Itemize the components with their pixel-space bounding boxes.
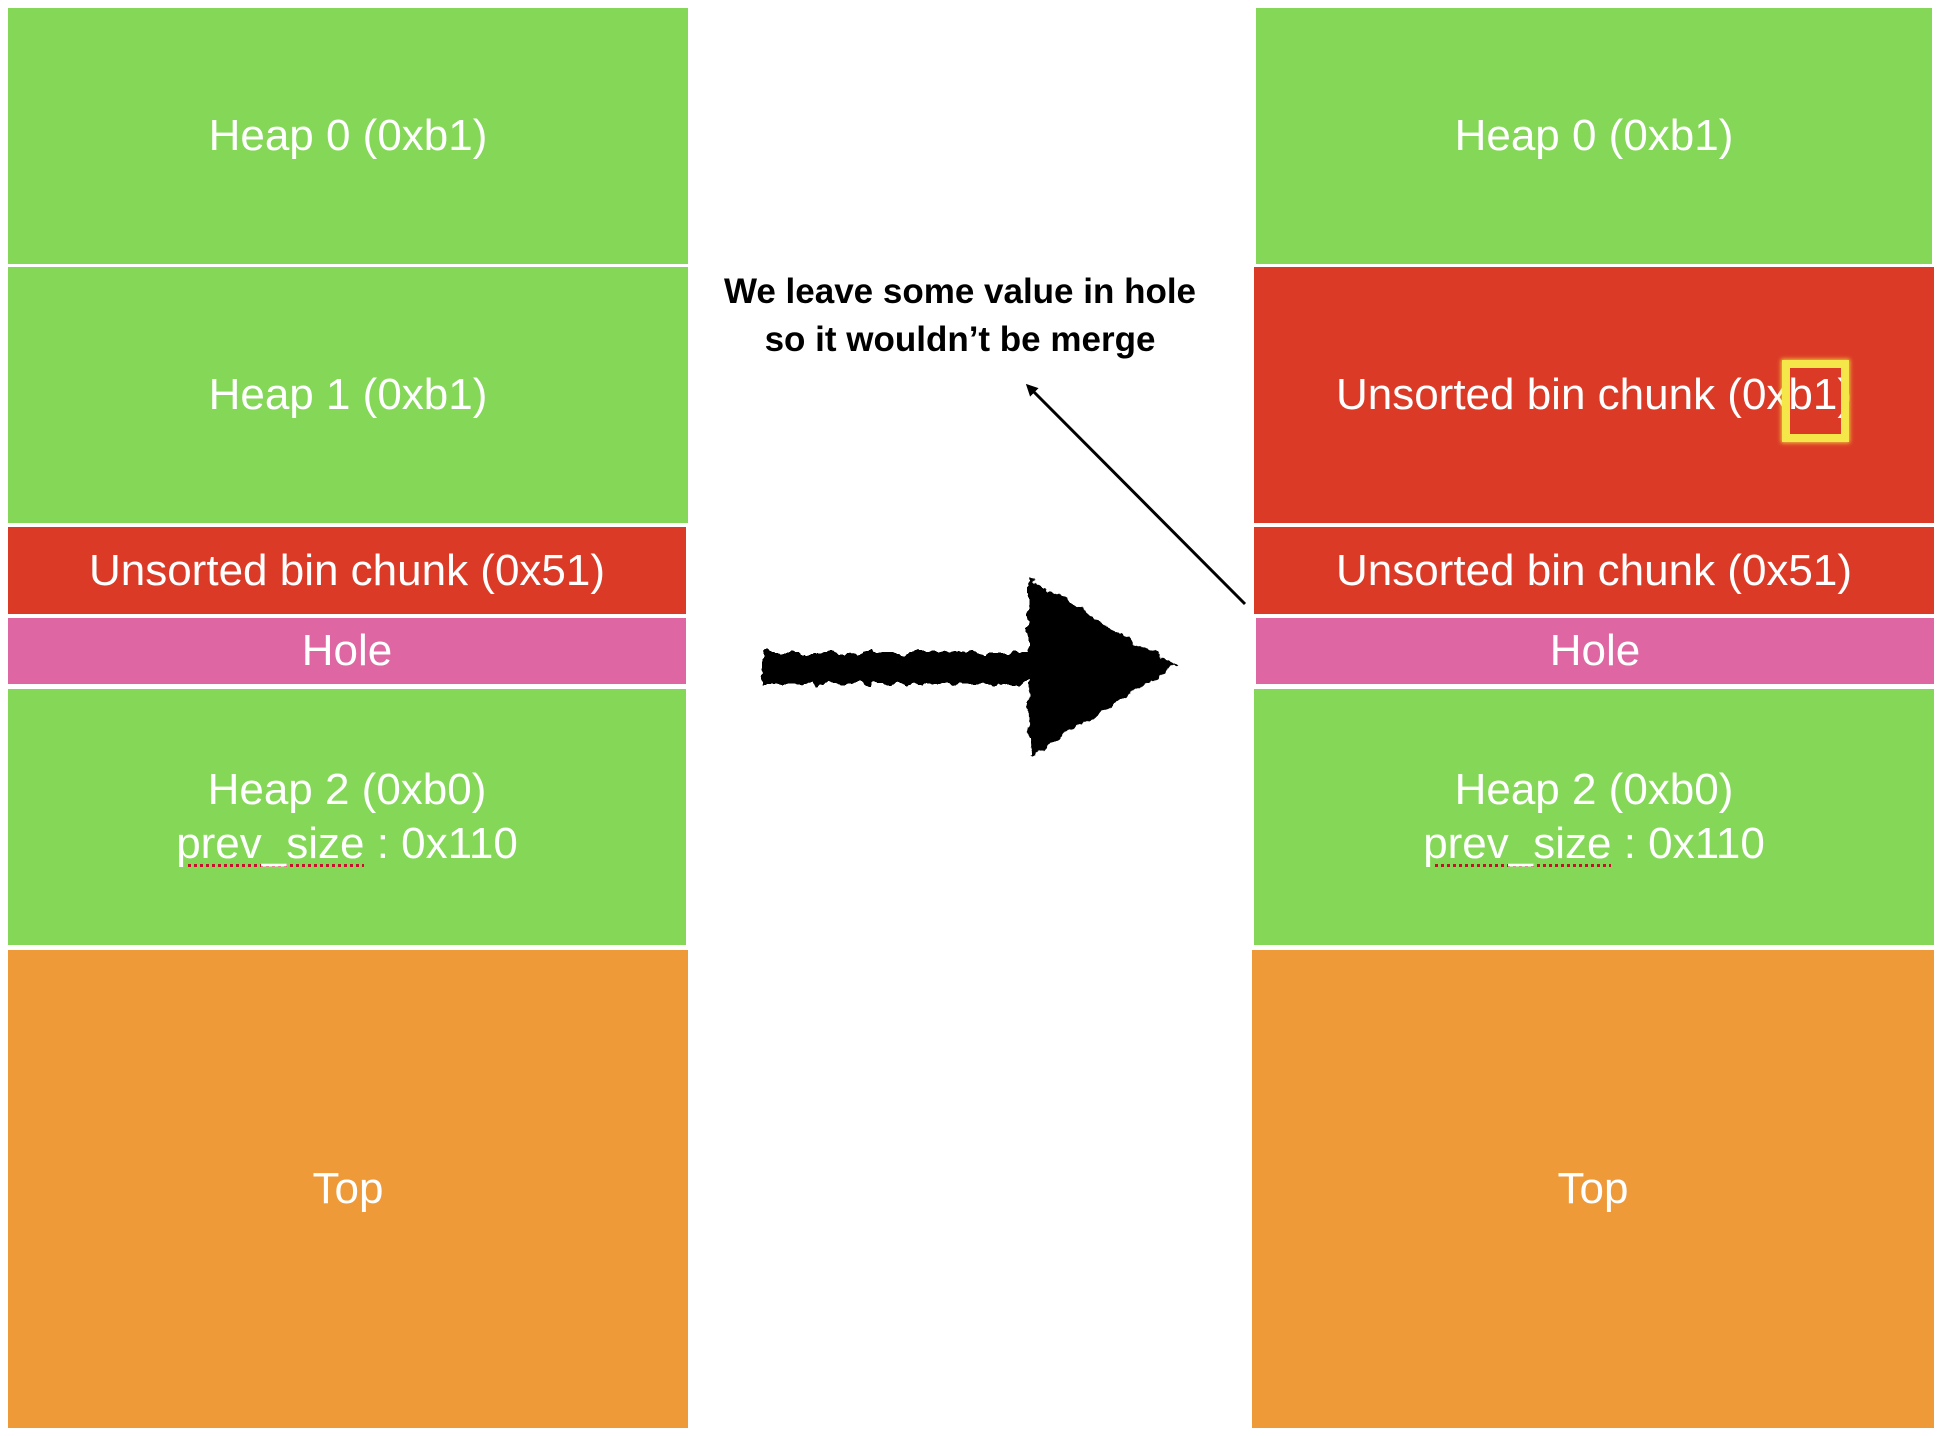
- left-prev-size-line: prev_size : 0x110: [176, 817, 518, 871]
- right-unsorted-chunk-0x51-block: Unsorted bin chunk (0x51): [1254, 527, 1934, 614]
- left-unsorted-chunk-0x51-label: Unsorted bin chunk (0x51): [88, 545, 606, 595]
- right-top-label: Top: [1557, 1164, 1629, 1213]
- right-unsorted-chunk-0x51-label: Unsorted bin chunk (0x51): [1335, 545, 1853, 595]
- right-prev-size-name: prev_size: [1423, 819, 1612, 868]
- left-heap2-block: Heap 2 (0xb0) prev_size : 0x110: [8, 689, 686, 945]
- right-heap0-block: Heap 0 (0xb1): [1256, 8, 1932, 264]
- right-prev-size-value: : 0x110: [1611, 819, 1765, 868]
- annotation-line-2: so it wouldn’t be merge: [764, 320, 1156, 359]
- left-heap0-label: Heap 0 (0xb1): [208, 111, 488, 160]
- pointer-arrow-icon: [1025, 383, 1247, 606]
- right-unsorted-chunk-0xb1-block: Unsorted bin chunk (0xb1): [1254, 267, 1934, 523]
- left-unsorted-chunk-0x51-block: Unsorted bin chunk (0x51): [8, 527, 686, 614]
- left-hole-label: Hole: [301, 626, 393, 675]
- right-hole-block: Hole: [1256, 618, 1934, 684]
- right-heap2-label: Heap 2 (0xb0): [1454, 765, 1734, 814]
- left-hole-block: Hole: [8, 618, 686, 684]
- annotation-line-1: We leave some value in hole: [723, 272, 1197, 311]
- right-unsorted-0xb1-prefix: Unsorted bin chunk (0x: [1335, 370, 1789, 419]
- right-hole-label: Hole: [1549, 626, 1641, 675]
- left-heap1-label: Heap 1 (0xb1): [208, 370, 488, 419]
- left-prev-size-value: : 0x110: [364, 819, 518, 868]
- left-heap0-block: Heap 0 (0xb1): [8, 8, 688, 264]
- left-top-label: Top: [312, 1164, 384, 1213]
- left-heap1-block: Heap 1 (0xb1): [8, 267, 688, 523]
- left-top-block: Top: [8, 950, 688, 1428]
- right-unsorted-0xb1-highlight-text: b1: [1788, 370, 1838, 419]
- transition-arrow-icon: [762, 578, 1176, 756]
- left-prev-size-name: prev_size: [176, 819, 365, 868]
- right-heap2-block: Heap 2 (0xb0) prev_size : 0x110: [1254, 689, 1934, 945]
- right-prev-size-line: prev_size : 0x110: [1423, 817, 1765, 871]
- annotation-text: We leave some value in hole so it wouldn…: [690, 268, 1230, 364]
- left-heap2-label: Heap 2 (0xb0): [207, 765, 487, 814]
- right-heap0-label: Heap 0 (0xb1): [1454, 111, 1734, 160]
- right-top-block: Top: [1252, 950, 1934, 1428]
